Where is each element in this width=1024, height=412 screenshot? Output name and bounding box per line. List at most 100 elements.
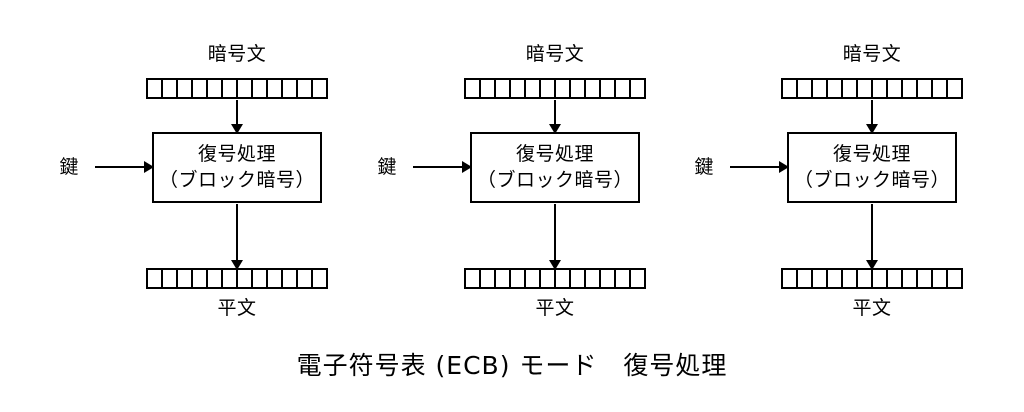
block-cell <box>616 270 631 287</box>
ciphertext-block-bar <box>781 78 963 99</box>
block-cell <box>223 80 238 97</box>
block-cell <box>571 270 586 287</box>
block-cell <box>148 270 163 287</box>
ciphertext-block-bar <box>146 78 328 99</box>
down-arrow-icon <box>231 204 243 270</box>
plaintext-label: 平文 <box>535 297 575 319</box>
block-cell <box>933 80 948 97</box>
ecb-block-column-1: 暗号文 鍵 復号処理 （ブロック暗号） <box>59 0 407 340</box>
block-cell <box>586 270 601 287</box>
process-title: 復号処理 <box>832 143 911 165</box>
process-subtitle: （ブロック暗号） <box>158 169 315 191</box>
block-cell <box>208 270 223 287</box>
ecb-block-column-3: 暗号文 鍵 復号処理 （ブロック暗号） <box>694 0 1024 340</box>
plaintext-label: 平文 <box>217 297 257 319</box>
block-cell <box>298 80 313 97</box>
block-cell <box>631 80 644 97</box>
block-cell <box>813 80 828 97</box>
block-cell <box>873 80 888 97</box>
block-cell <box>601 270 616 287</box>
block-cell <box>466 270 481 287</box>
block-cell <box>313 80 326 97</box>
ciphertext-label: 暗号文 <box>525 43 585 65</box>
block-cell <box>496 270 511 287</box>
process-subtitle: （ブロック暗号） <box>476 169 633 191</box>
right-arrow-icon <box>730 161 789 173</box>
right-arrow-icon <box>95 161 154 173</box>
block-cell <box>163 270 178 287</box>
block-cell <box>616 80 631 97</box>
ciphertext-block-bar <box>464 78 646 99</box>
block-cell <box>541 270 556 287</box>
down-arrow-icon <box>866 100 878 134</box>
block-cell <box>283 270 298 287</box>
block-cell <box>466 80 481 97</box>
down-arrow-icon <box>549 100 561 134</box>
down-arrow-icon <box>231 100 243 134</box>
block-cell <box>268 270 283 287</box>
ciphertext-label: 暗号文 <box>207 43 267 65</box>
block-cell <box>933 270 948 287</box>
block-cell <box>178 80 193 97</box>
block-cell <box>526 270 541 287</box>
block-cell <box>526 80 541 97</box>
block-cell <box>496 80 511 97</box>
block-cell <box>556 270 571 287</box>
plaintext-block-bar <box>781 268 963 289</box>
block-cell <box>253 80 268 97</box>
block-cell <box>238 270 253 287</box>
block-cell <box>918 80 933 97</box>
decryption-process-box: 復号処理 （ブロック暗号） <box>787 132 957 203</box>
block-cell <box>268 80 283 97</box>
block-cell <box>208 80 223 97</box>
block-cell <box>798 270 813 287</box>
plaintext-block-bar <box>464 268 646 289</box>
down-arrow-icon <box>866 204 878 270</box>
block-cell <box>783 270 798 287</box>
block-cell <box>481 80 496 97</box>
block-cell <box>631 270 644 287</box>
block-cell <box>481 270 496 287</box>
diagram-caption: 電子符号表 (ECB) モード 復号処理 <box>296 351 728 380</box>
block-cell <box>601 80 616 97</box>
block-cell <box>238 80 253 97</box>
block-cell <box>813 270 828 287</box>
block-cell <box>253 270 268 287</box>
block-cell <box>283 80 298 97</box>
plaintext-block-bar <box>146 268 328 289</box>
block-cell <box>511 80 526 97</box>
block-cell <box>858 80 873 97</box>
key-label: 鍵 <box>694 156 714 178</box>
block-cell <box>148 80 163 97</box>
block-cell <box>193 270 208 287</box>
block-cell <box>873 270 888 287</box>
block-cell <box>888 270 903 287</box>
block-cell <box>888 80 903 97</box>
process-title: 復号処理 <box>197 143 276 165</box>
process-title: 復号処理 <box>515 143 594 165</box>
block-cell <box>843 270 858 287</box>
block-cell <box>178 270 193 287</box>
block-cell <box>586 80 601 97</box>
block-cell <box>948 270 961 287</box>
key-label: 鍵 <box>59 156 79 178</box>
block-cell <box>828 270 843 287</box>
block-cell <box>163 80 178 97</box>
block-cell <box>571 80 586 97</box>
block-cell <box>858 270 873 287</box>
block-cell <box>903 80 918 97</box>
block-cell <box>783 80 798 97</box>
block-cell <box>193 80 208 97</box>
block-cell <box>798 80 813 97</box>
decryption-process-box: 復号処理 （ブロック暗号） <box>470 132 640 203</box>
plaintext-label: 平文 <box>852 297 892 319</box>
block-cell <box>313 270 326 287</box>
block-cell <box>843 80 858 97</box>
block-cell <box>556 80 571 97</box>
block-cell <box>298 270 313 287</box>
ciphertext-label: 暗号文 <box>842 43 902 65</box>
decryption-process-box: 復号処理 （ブロック暗号） <box>152 132 322 203</box>
process-subtitle: （ブロック暗号） <box>793 169 950 191</box>
block-cell <box>918 270 933 287</box>
